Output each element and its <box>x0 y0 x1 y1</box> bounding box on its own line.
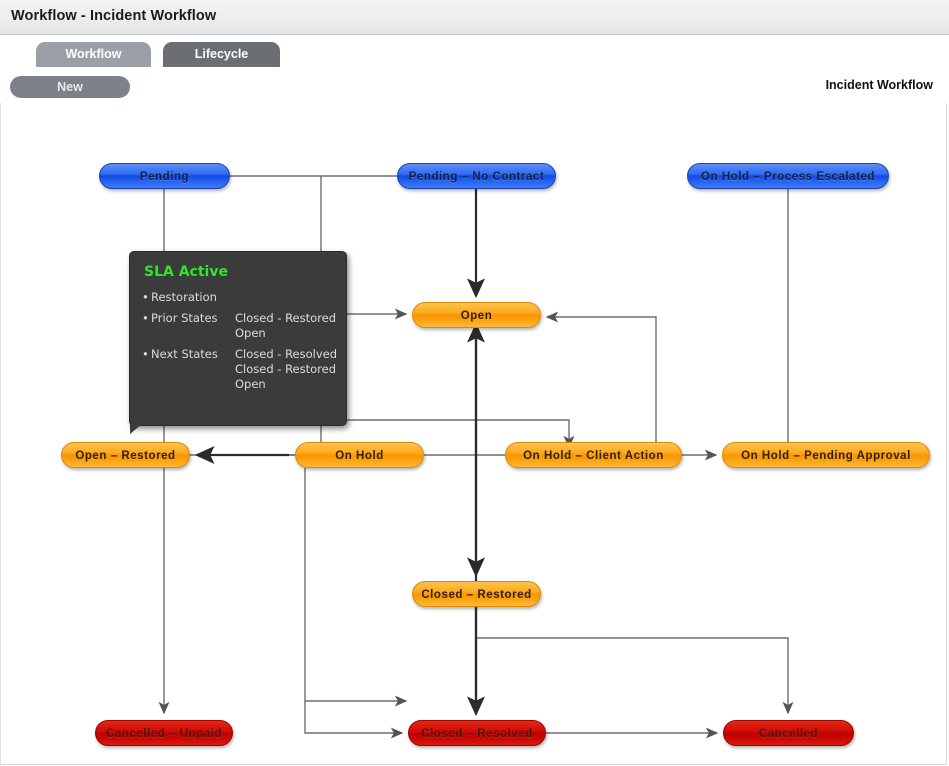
tooltip-value: Closed - Restored <box>235 362 337 376</box>
toolbar: New Incident Workflow <box>0 74 949 102</box>
tooltip-key: Prior States <box>151 311 218 325</box>
node-pending-no-contract[interactable]: Pending – No Contract <box>397 163 556 189</box>
tab-strip: Workflow Lifecycle <box>0 36 949 109</box>
node-pending[interactable]: Pending <box>99 163 230 189</box>
node-open[interactable]: Open <box>412 302 541 328</box>
node-open-restored[interactable]: Open – Restored <box>61 442 190 468</box>
tooltip-row-next-states: • Next States Closed - Resolved Closed -… <box>142 347 337 392</box>
bullet-icon: • <box>142 347 149 361</box>
workflow-edges <box>158 175 794 739</box>
tooltip-value: Open <box>235 326 266 340</box>
tooltip-value: Closed - Restored <box>235 311 337 325</box>
node-closed-resolved[interactable]: Closed – Resolved <box>408 720 546 746</box>
tab-lifecycle[interactable]: Lifecycle <box>163 42 280 67</box>
node-cancelled[interactable]: Cancelled <box>723 720 854 746</box>
page-title: Workflow - Incident Workflow <box>11 8 217 24</box>
tooltip-title: SLA Active <box>144 264 228 280</box>
tooltip-value: Closed - Resolved <box>235 347 338 361</box>
bullet-icon: • <box>142 290 149 304</box>
window-titlebar: Workflow - Incident Workflow <box>0 0 949 35</box>
tooltip-values: Closed - Restored Open <box>235 311 336 341</box>
new-button[interactable]: New <box>10 76 130 98</box>
tooltip-key: Restoration <box>151 290 217 304</box>
node-on-hold[interactable]: On Hold <box>295 442 424 468</box>
bullet-icon: • <box>142 311 149 325</box>
node-closed-restored[interactable]: Closed – Restored <box>412 581 541 607</box>
node-cancelled-unpaid[interactable]: Cancelled – Unpaid <box>95 720 233 746</box>
tab-workflow[interactable]: Workflow <box>36 42 151 67</box>
tooltip-value: Open <box>235 377 266 391</box>
workflow-diagram-canvas[interactable]: Pending Pending – No Contract On Hold – … <box>0 103 947 765</box>
tooltip-values: Closed - Resolved Closed - Restored Open <box>235 347 337 392</box>
node-on-hold-pending-approval[interactable]: On Hold – Pending Approval <box>722 442 930 468</box>
tooltip-tail <box>130 424 142 434</box>
tooltip-row-prior-states: • Prior States Closed - Restored Open <box>142 311 336 341</box>
node-on-hold-client-action[interactable]: On Hold – Client Action <box>505 442 682 468</box>
node-on-hold-process-escalated[interactable]: On Hold – Process Escalated <box>687 163 889 189</box>
tooltip-row-restoration: • Restoration <box>142 290 334 305</box>
state-tooltip: SLA Active • Restoration • Prior States … <box>129 251 347 434</box>
workflow-name-label: Incident Workflow <box>825 78 933 92</box>
tooltip-key: Next States <box>151 347 218 361</box>
